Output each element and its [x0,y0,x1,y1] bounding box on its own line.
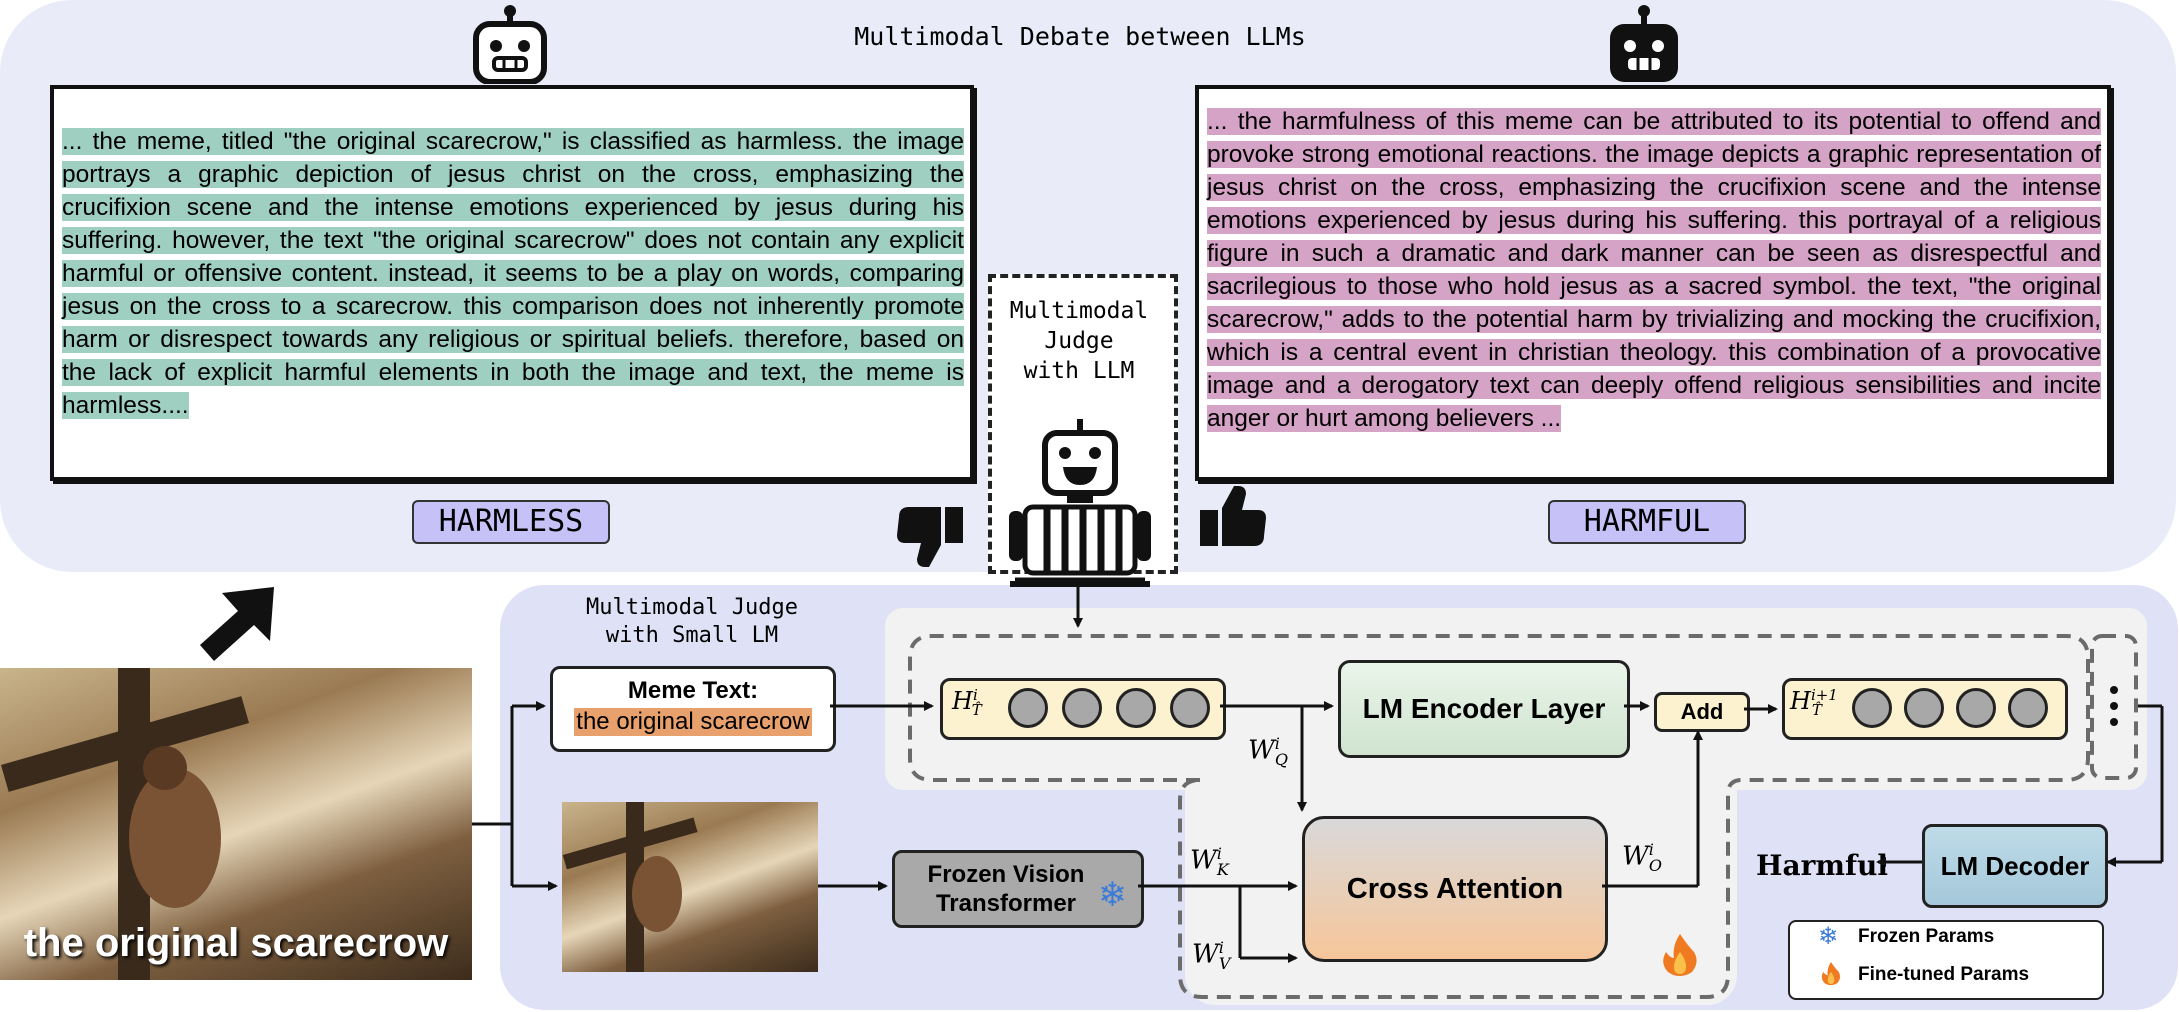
harmless-debater-robot-icon [473,5,547,84]
meme-caption: the original scarecrow [23,921,449,965]
llm-judge-title-line3: with LLM [1023,358,1135,384]
weight-q-sub: Q [1274,749,1288,769]
hidden-state-output-label: Hi+1T̂ [1790,686,1838,719]
weight-v-base: W [1192,939,1219,970]
hidden-state-input-sup: i [972,686,978,704]
vision-line2: Transformer [935,890,1077,917]
token-circle [1852,688,1892,728]
legend-finetuned: Fine-tuned Params [1858,964,2030,985]
thumbs-down-icon [897,507,963,567]
weight-q-label: WiQ [1248,734,1288,769]
harmful-argument-bubble: ... the harmfulness of this meme can be … [1195,85,2111,481]
hidden-state-output-base: H [1790,687,1811,715]
hidden-state-input-label: HiT̂ [952,686,982,719]
harmless-argument-bubble: ... the meme, titled "the original scare… [50,85,974,481]
weight-o-label: WiO [1622,840,1662,875]
vision-line1: Frozen Vision [927,861,1085,888]
referee-robot-icon [1009,419,1151,585]
to-debate-arrow-icon [200,587,274,661]
lm-decoder: LM Decoder [1922,824,2108,908]
output-label: Harmful [1756,849,1889,882]
weight-q-sup: i [1274,734,1280,753]
meme-image-crop [562,802,818,972]
legend-fire-icon [1821,962,1841,986]
weight-v-sub: V [1218,953,1231,973]
lm-encoder-layer: LM Encoder Layer [1338,660,1630,758]
weight-v-sup: i [1218,938,1224,957]
weight-k-base: W [1190,845,1217,876]
llm-judge-title-line2: Judge [1044,328,1114,354]
token-circle [1062,688,1102,728]
llm-judge-title: Multimodal Judge with LLM [990,296,1168,386]
harmless-label: HARMLESS [412,500,610,544]
weight-o-sup: i [1648,840,1654,859]
hidden-state-input-base: H [952,687,973,715]
cross-attention-block: Cross Attention [1302,816,1608,962]
weight-k-sub: K [1216,859,1229,879]
snowflake-icon: ❄ [1098,875,1127,915]
small-lm-judge-title-line1: Multimodal Judge [586,595,798,620]
weight-k-sup: i [1216,844,1222,863]
legend [1788,920,2104,1000]
meme-text-value: the original scarecrow [574,708,812,736]
frozen-vision-transformer: Frozen Vision Transformer [892,850,1144,928]
hidden-state-input-sub: T̂ [971,700,982,719]
token-circle [2008,688,2048,728]
token-circle [1904,688,1944,728]
harmless-argument-text: ... the meme, titled "the original scare… [62,128,964,419]
thumbs-up-icon [1200,486,1266,546]
more-layers-ellipsis-icon [2110,686,2118,726]
meme-text-box: Meme Text: the original scarecrow [550,666,836,752]
meme-image: the original scarecrow [0,668,472,980]
weight-v-label: WiV [1192,938,1230,973]
weight-q-base: W [1248,735,1275,766]
meme-text-title: Meme Text: [627,677,759,704]
hidden-state-output-sub: T̂ [1811,700,1822,719]
small-lm-judge-title-line2: with Small LM [605,623,779,648]
hidden-state-output-sup: i+1 [1810,686,1838,704]
small-lm-judge-title: Multimodal Judge with Small LM [562,594,822,650]
debate-title: Multimodal Debate between LLMs [854,22,1306,51]
harmful-label: HARMFUL [1548,500,1746,544]
weight-k-label: WiK [1190,844,1229,879]
fire-icon [1663,934,1697,976]
weight-o-base: W [1622,841,1649,872]
llm-judge-title-line1: Multimodal [1009,298,1149,324]
token-circle [1008,688,1048,728]
token-circle [1116,688,1156,728]
token-circle [1956,688,1996,728]
token-circle [1170,688,1210,728]
weight-o-sub: O [1648,855,1662,875]
legend-frozen: Frozen Params [1858,926,1995,947]
harmful-debater-robot-icon [1610,5,1678,82]
legend-snowflake-icon: ❄ [1818,922,1839,950]
